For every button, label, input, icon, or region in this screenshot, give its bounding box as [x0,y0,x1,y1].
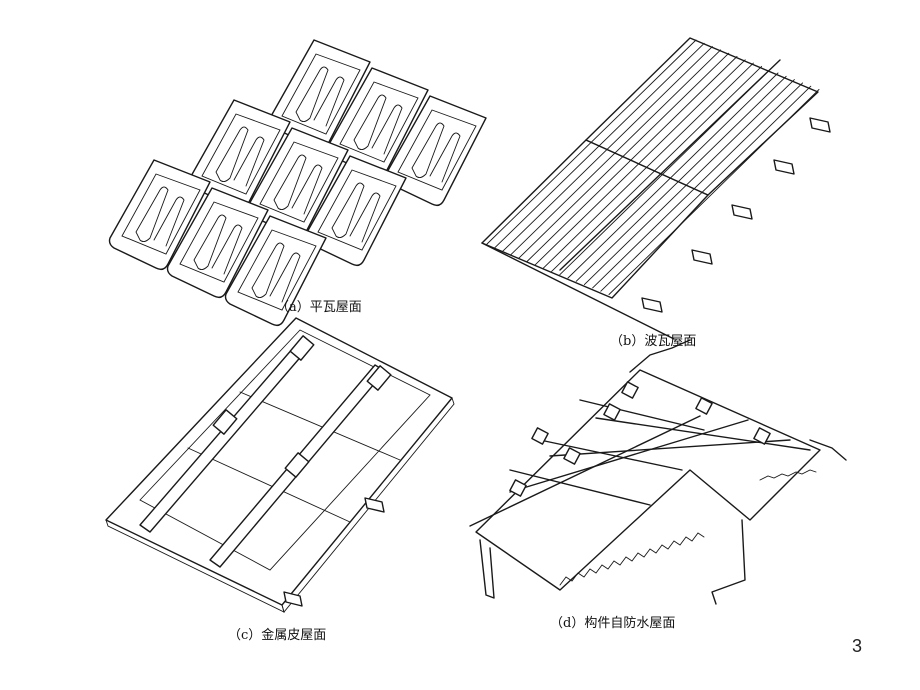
caption-a: （a）平瓦屋面 [276,300,362,315]
page-number: 3 [852,636,863,656]
caption-d: （d）构件自防水屋面 [550,616,676,631]
caption-c: （c）金属皮屋面 [228,628,327,643]
caption-b: （b）波瓦屋面 [610,334,697,349]
flat-tile-roof-drawing [108,39,487,327]
corrugated-roof-drawing [481,37,831,340]
component-roof-drawing [469,339,847,605]
metal-sheet-roof-drawing [105,317,455,613]
